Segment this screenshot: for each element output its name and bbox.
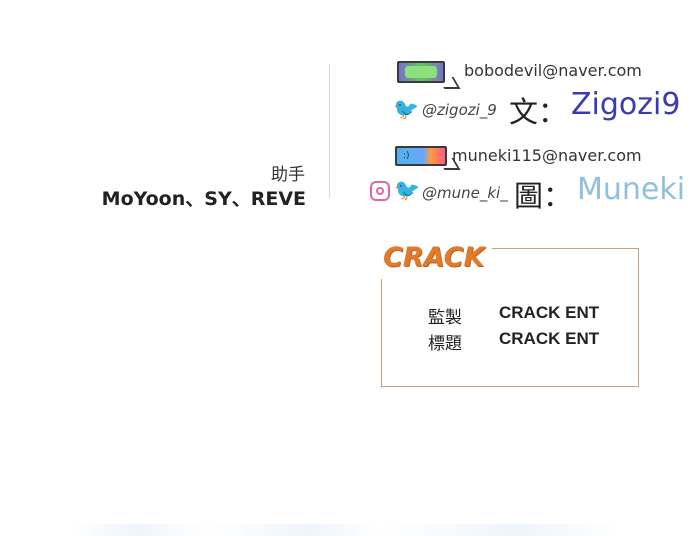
assistants-label: 助手 [271,165,305,185]
twitter-bird-icon: 🐦 [393,97,420,121]
retro-tv-icon [397,61,445,83]
twitter-bird-icon: 🐦 [394,178,421,202]
credit-label-producer: 監製 [428,308,462,328]
credit-value-title: CRACK ENT [499,329,600,348]
instagram-icon [370,181,390,201]
credit-label-title: 標題 [428,334,462,354]
artist-name: Muneki [577,172,686,207]
artist-role-label: 圖： [514,179,573,213]
credit-value-producer: CRACK ENT [499,303,600,322]
artist-social-handle[interactable]: @mune_ki_ [422,184,508,202]
assistants-names: MoYoon、SY、REVE [101,188,306,210]
speech-tail-decoration [437,77,461,89]
vertical-divider [329,64,330,198]
bottom-fade-strip [0,524,690,536]
writer-name: Zigozi9 [571,87,681,122]
artist-email[interactable]: muneki115@naver.com [452,146,642,165]
writer-email[interactable]: bobodevil@naver.com [464,61,642,80]
writer-role-label: 文： [509,95,568,129]
writer-twitter-handle[interactable]: @zigozi_9 [422,101,497,119]
retro-tv-icon: :) [395,146,447,166]
logo-text: CRACK [383,242,485,273]
crack-logo: CRACK [381,242,493,279]
